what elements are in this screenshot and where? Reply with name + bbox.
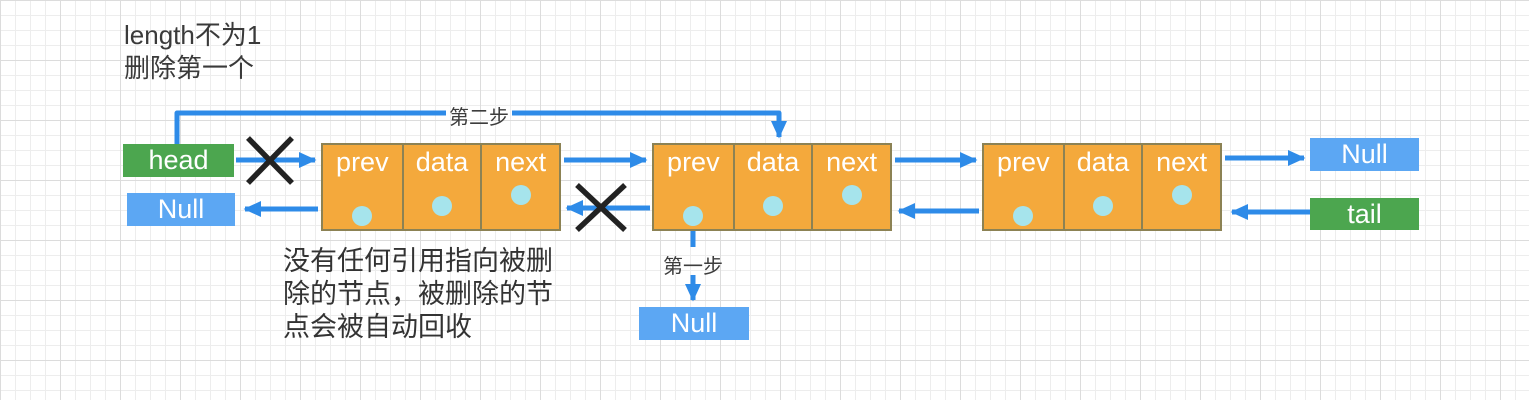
null-left-label: Null <box>157 194 205 224</box>
pointer-dot <box>431 196 452 216</box>
pointer-dot <box>841 185 862 205</box>
node1-prev-label: prev <box>336 147 389 177</box>
node1-cell-next: next <box>480 145 559 229</box>
null-box-left: Null <box>127 193 235 226</box>
pointer-dot <box>1013 206 1034 226</box>
title-line-2: 删除第一个 <box>124 53 255 83</box>
note-line-1: 没有任何引用指向被删 <box>283 246 553 276</box>
node2-cell-prev: prev <box>654 145 733 229</box>
node2-next-label: next <box>826 147 878 177</box>
node2-cell-data: data <box>732 145 812 229</box>
null-right-label: Null <box>1341 139 1388 169</box>
list-node-1: prev data next <box>321 143 561 231</box>
arrow-step2-segment-left <box>174 110 446 144</box>
pointer-dot <box>1171 185 1192 205</box>
node3-cell-data: data <box>1062 145 1142 229</box>
cross-mark-prev-link <box>575 182 627 233</box>
head-pointer-box: head <box>123 144 234 177</box>
cross-mark-head-link <box>246 136 294 185</box>
node1-next-label: next <box>495 147 547 177</box>
list-node-2: prev data next <box>652 143 892 231</box>
node3-next-label: next <box>1156 147 1208 177</box>
tail-label: tail <box>1347 198 1382 229</box>
pointer-dot <box>683 206 704 226</box>
note-line-3: 点会被自动回收 <box>283 312 472 342</box>
title-line-1: length不为1 <box>124 20 262 50</box>
node3-cell-prev: prev <box>984 145 1063 229</box>
null-bottom-label: Null <box>670 308 718 338</box>
node2-data-label: data <box>746 147 800 177</box>
pointer-dot <box>352 206 373 226</box>
node1-cell-prev: prev <box>323 145 402 229</box>
node3-data-label: data <box>1076 147 1130 177</box>
node1-data-label: data <box>415 147 469 177</box>
node1-cell-data: data <box>401 145 481 229</box>
arrow-step2-to-node2-data <box>512 110 788 139</box>
pointer-dot <box>510 185 531 205</box>
pointer-dot <box>1092 196 1113 216</box>
pointer-dot <box>762 196 783 216</box>
head-label: head <box>148 145 209 175</box>
step1-label: 第一步 <box>663 256 723 278</box>
note-line-2: 除的节点，被删除的节 <box>283 279 553 309</box>
node3-cell-next: next <box>1141 145 1220 229</box>
node2-prev-label: prev <box>667 147 720 177</box>
null-box-bottom: Null <box>639 307 749 340</box>
explanation-note: 没有任何引用指向被删除的节点，被删除的节点会被自动回收 <box>283 245 553 344</box>
node3-prev-label: prev <box>997 147 1050 177</box>
step2-label: 第二步 <box>449 107 509 129</box>
tail-pointer-box: tail <box>1310 198 1419 230</box>
node2-cell-next: next <box>811 145 890 229</box>
null-box-right: Null <box>1310 138 1419 171</box>
list-node-3: prev data next <box>982 143 1222 231</box>
